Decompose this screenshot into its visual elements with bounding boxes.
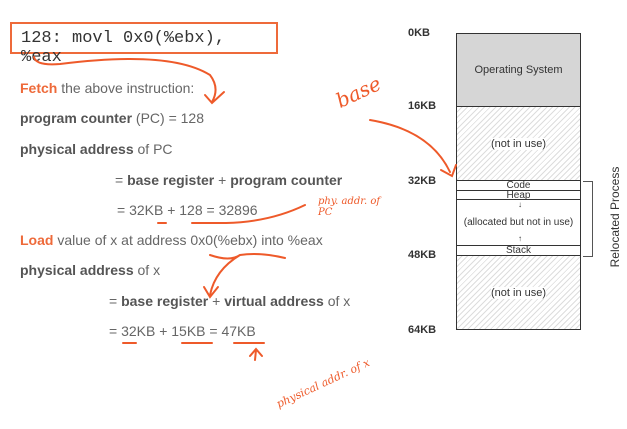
phys-x-arrow [249,347,263,361]
heap-grow-arrow-icon: ↓ [518,200,522,209]
pc-label: program counter [20,110,133,126]
label-16kb: 16KB [408,100,437,112]
plus-sign: + [208,293,225,309]
pa-line: physical address of PC [20,141,173,157]
os-segment: Operating System [456,33,581,107]
label-64kb: 64KB [408,324,437,336]
pc-line: program counter (PC) = 128 [20,110,204,126]
virtual-address-term: virtual address [224,293,324,309]
eq1-line: = base register + program counter [115,172,342,188]
fetch-line: Fetch the above instruction: [20,80,194,96]
of-x-text: of x [323,293,351,309]
stack-grow-arrow-icon: ↑ [518,234,522,243]
eq-sign: = [109,293,122,309]
load-text: value of x at address 0x0(%ebx) into %ea… [53,232,323,248]
pax-text: of x [133,262,161,278]
program-counter-term: program counter [230,172,343,188]
eq4-line: = 32KB + 15KB = 47KB [109,323,256,339]
load-arrowhead-icon [203,286,219,299]
label-0kb: 0KB [408,27,431,39]
pa-label: physical address [20,141,134,157]
phys-pc-pointer [225,204,306,224]
unused-label: (not in use) [490,286,547,299]
eq2-line: = 32KB + 128 = 32896 [117,202,258,218]
label-32kb: 32KB [408,175,437,187]
pax-line: physical address of x [20,262,160,278]
unused-segment-1: (not in use) [456,106,581,181]
unused-segment-2: (not in use) [456,255,581,330]
fetch-arrow [33,56,217,103]
base-arrow [369,119,451,173]
fetch-arrowhead-icon [204,91,225,105]
fetch-text: the above instruction: [57,80,195,96]
label-48kb: 48KB [408,249,437,261]
unused-label: (not in use) [490,137,547,150]
eq-sign: = [115,172,128,188]
plus-sign: + [214,172,231,188]
pax-label: physical address [20,262,134,278]
load-keyword: Load [20,232,54,248]
eq3-line: = base register + virtual address of x [109,293,350,309]
instruction-box: 128: movl 0x0(%ebx), %eax [10,22,278,67]
process-bracket [583,181,593,257]
base-arrowhead-icon [440,164,457,178]
base-register-term: base register [127,172,215,188]
load-line: Load value of x at address 0x0(%ebx) int… [20,232,323,248]
pa-text: of PC [133,141,173,157]
phys-pc-annotation: phy. addr. of PC [318,196,381,218]
base-register-term: base register [121,293,209,309]
pc-value: (PC) = 128 [132,110,204,126]
fetch-keyword: Fetch [20,80,58,96]
load-arrow [209,253,286,296]
